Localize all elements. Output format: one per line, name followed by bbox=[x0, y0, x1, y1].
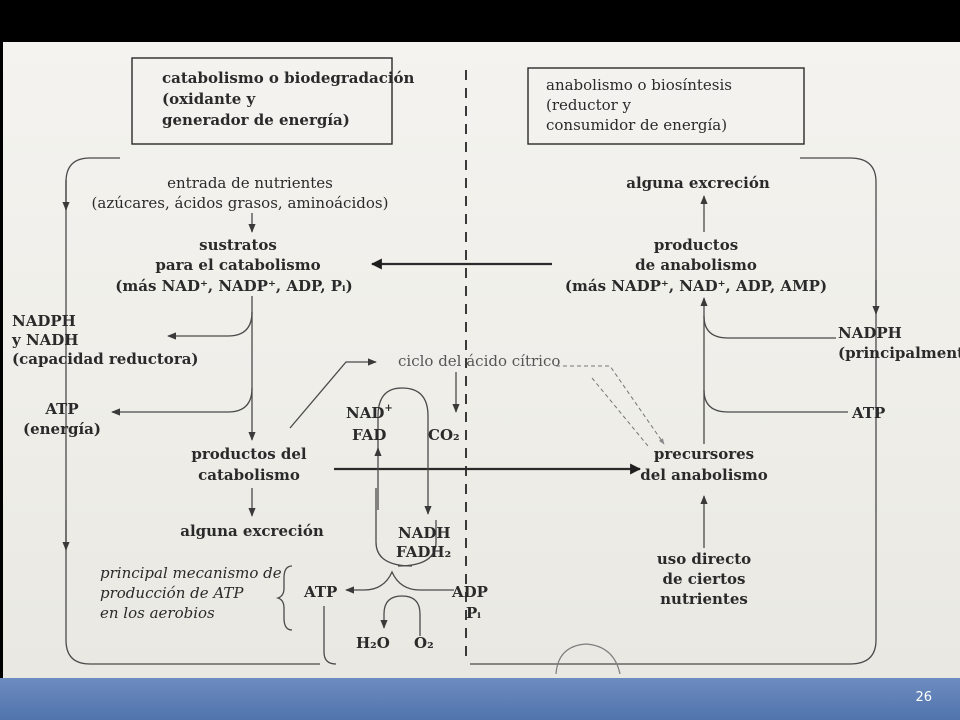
anabolism-title: anabolismo o biosíntesis bbox=[546, 76, 732, 94]
anabolism-sub2: consumidor de energía) bbox=[546, 116, 727, 134]
left-outer-loop bbox=[65, 157, 320, 665]
catabolic-products-label-2: catabolismo bbox=[198, 466, 300, 484]
atp-drop-line bbox=[323, 606, 337, 665]
h2o-label: H₂O bbox=[356, 634, 390, 652]
atp-left-detail: (energía) bbox=[23, 420, 101, 438]
nutrients-label: entrada de nutrientes bbox=[167, 174, 333, 192]
anabolism-box bbox=[527, 67, 805, 145]
o2-label: O₂ bbox=[414, 634, 434, 652]
mechanism-line1: principal mecanismo de bbox=[100, 564, 282, 582]
arrow-to-citric-cycle bbox=[289, 358, 377, 429]
catabolism-box bbox=[131, 57, 393, 145]
excretion-right: alguna excreción bbox=[626, 174, 770, 192]
citric-cycle-loop bbox=[377, 387, 432, 515]
co2-label: CO₂ bbox=[428, 426, 460, 444]
slide-footer: 26 bbox=[0, 678, 960, 720]
arrow-adp-to-atp bbox=[345, 570, 454, 594]
arrow-nadph-into-anabolism bbox=[703, 315, 836, 339]
nutrients-detail: (azúcares, ácidos grasos, aminoácidos) bbox=[92, 194, 389, 212]
anabolic-products-label-2: de anabolismo bbox=[635, 256, 757, 274]
nadph-left-label: NADPH bbox=[12, 312, 76, 330]
nadph-left-label-2: y NADH bbox=[11, 331, 78, 349]
page-number: 26 bbox=[915, 690, 932, 705]
nadh-label: NADH bbox=[398, 524, 451, 542]
nadph-left-detail: (capacidad reductora) bbox=[12, 350, 199, 368]
catabolism-title: catabolismo o biodegradación bbox=[162, 69, 415, 87]
substrates-detail: (más NAD⁺, NADP⁺, ADP, Pᵢ) bbox=[115, 277, 352, 295]
top-black-bar bbox=[0, 0, 960, 42]
substrates-label: sustratos bbox=[199, 236, 277, 254]
mechanism-line2: producción de ATP bbox=[100, 584, 244, 602]
arrow-cycle-to-precursors bbox=[556, 365, 665, 445]
arrow-o2-to-h2o bbox=[380, 595, 421, 636]
atp-center-label: ATP bbox=[303, 583, 337, 601]
substrates-label-2: para el catabolismo bbox=[155, 256, 320, 274]
pi-label: Pᵢ bbox=[466, 604, 481, 622]
precursors-label-2: del anabolismo bbox=[640, 466, 768, 484]
right-outer-loop bbox=[470, 157, 877, 665]
mechanism-line3: en los aerobios bbox=[100, 604, 215, 622]
anabolism-sub1: (reductor y bbox=[546, 96, 632, 114]
excretion-left: alguna excreción bbox=[180, 522, 324, 540]
partial-circle bbox=[555, 643, 621, 675]
arrow-to-nadph-left bbox=[167, 311, 253, 340]
anabolic-products-label: productos bbox=[654, 236, 738, 254]
anabolic-products-detail: (más NADP⁺, NAD⁺, ADP, AMP) bbox=[565, 277, 827, 295]
nad-label: NAD+ bbox=[346, 403, 393, 422]
atp-right-label: ATP bbox=[851, 404, 885, 422]
fadh2-label: FADH₂ bbox=[396, 543, 451, 561]
nadph-right-detail: (principalmente) bbox=[838, 344, 960, 362]
arrow-atp-into-anabolism bbox=[703, 389, 848, 413]
mechanism-brace bbox=[275, 565, 293, 631]
oxphos-right-loop bbox=[397, 520, 437, 567]
precursors-label: precursores bbox=[654, 445, 754, 463]
direct-use-label-2: de ciertos bbox=[663, 570, 746, 588]
arrow-to-atp-left bbox=[111, 387, 253, 416]
adp-label: ADP bbox=[451, 583, 488, 601]
direct-use-label-3: nutrientes bbox=[660, 590, 748, 608]
nadph-right-label: NADPH bbox=[838, 324, 902, 342]
catabolism-sub1: (oxidante y bbox=[162, 90, 257, 108]
atp-left-label: ATP bbox=[44, 400, 78, 418]
direct-use-label: uso directo bbox=[657, 550, 751, 568]
catabolic-products-label: productos del bbox=[191, 445, 307, 463]
arrow-cycle-to-precursors-2 bbox=[591, 377, 649, 447]
citric-cycle-label: ciclo del ácido cítrico bbox=[398, 352, 560, 370]
catabolism-sub2: generador de energía) bbox=[162, 111, 350, 129]
fad-label: FAD bbox=[352, 426, 386, 444]
scanned-page bbox=[3, 42, 960, 678]
